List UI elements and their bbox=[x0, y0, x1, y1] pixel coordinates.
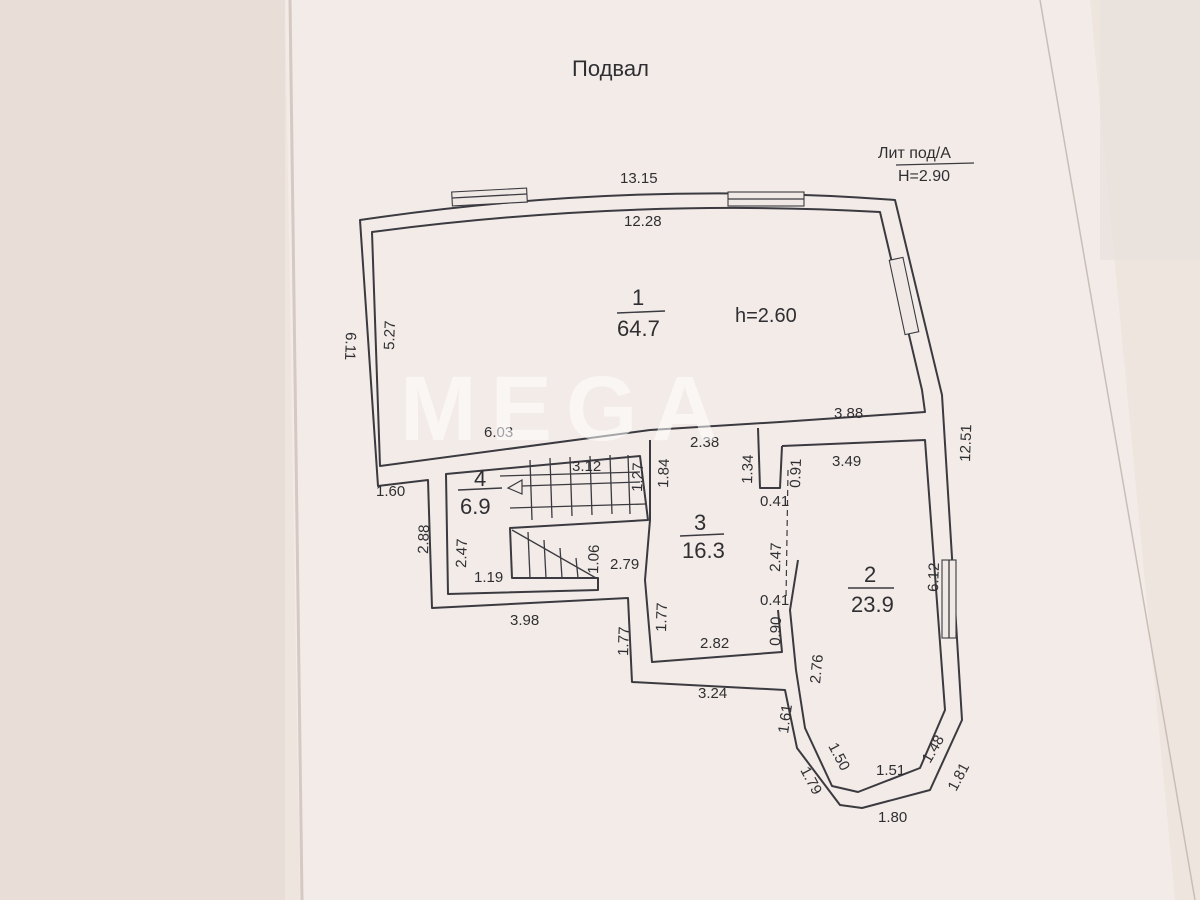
dim-room1-bottom-right: 3.88 bbox=[834, 405, 863, 422]
winder-1 bbox=[527, 531, 531, 579]
step-1 bbox=[529, 459, 533, 521]
dim-room4-bottom: 1.19 bbox=[474, 569, 503, 586]
plan-title: Подвал bbox=[572, 56, 649, 81]
dim-top-outer: 13.15 bbox=[620, 170, 658, 187]
dim-top-inner: 12.28 bbox=[624, 213, 662, 230]
room3-wall bbox=[644, 440, 783, 663]
dim-1-77-inner: 1.77 bbox=[653, 602, 671, 632]
dim-room1-bottom-left: 6.03 bbox=[484, 424, 513, 441]
dim-stair-1-06: 1.06 bbox=[585, 544, 603, 574]
dim-stair-1-27: 1.27 bbox=[629, 462, 647, 492]
room1-number: 1 bbox=[632, 285, 644, 310]
step-3 bbox=[569, 456, 573, 517]
book-spine bbox=[288, 0, 304, 900]
stair-arrow-icon bbox=[506, 478, 523, 495]
room4-wall bbox=[445, 455, 649, 595]
dim-2-47-right: 2.47 bbox=[767, 542, 785, 572]
room1-inner-wall bbox=[371, 206, 926, 467]
dim-stair-run: 3.12 bbox=[572, 458, 601, 475]
corridor-right-wall bbox=[757, 427, 783, 489]
room3-area: 16.3 bbox=[682, 538, 725, 563]
left-page bbox=[0, 0, 285, 900]
dim-1-77-outer: 1.77 bbox=[615, 626, 633, 656]
partition-dashed bbox=[785, 469, 789, 601]
page-edge bbox=[1039, 0, 1196, 900]
dim-0-41-top: 0.41 bbox=[760, 493, 789, 510]
step-4 bbox=[589, 455, 593, 516]
dim-left-outer: 6.11 bbox=[341, 332, 359, 361]
step-5 bbox=[609, 454, 613, 515]
room4-fraction-bar bbox=[457, 487, 503, 491]
room4-number: 4 bbox=[474, 466, 486, 491]
dim-1-34: 1.34 bbox=[739, 454, 757, 484]
dim-0-90: 0.90 bbox=[767, 616, 785, 646]
dim-room3-2-79: 2.79 bbox=[610, 556, 639, 573]
dim-stair-1-84: 1.84 bbox=[655, 458, 673, 488]
litera-fraction-bar bbox=[895, 162, 975, 166]
litera-height: H=2.90 bbox=[898, 168, 950, 185]
window-top-left-pane bbox=[451, 193, 528, 199]
stair-rail-bottom bbox=[509, 503, 646, 509]
winder-2 bbox=[543, 539, 547, 579]
dim-room2-2-76: 2.76 bbox=[807, 654, 827, 685]
dim-bottom-3-24: 3.24 bbox=[698, 685, 727, 702]
dim-room2-top: 3.49 bbox=[832, 453, 861, 470]
dim-left-inner: 5.27 bbox=[381, 320, 399, 350]
room2-number: 2 bbox=[864, 562, 876, 587]
stair-arrow-line bbox=[521, 481, 641, 487]
watermark-logo: MEGA bbox=[400, 358, 732, 460]
litera-label: Лит под/А bbox=[878, 145, 951, 162]
dim-room2-right: 6.12 bbox=[925, 562, 943, 592]
dim-bottom-3-98: 3.98 bbox=[510, 612, 539, 629]
window-right-upper bbox=[888, 256, 920, 336]
dim-room3-bottom: 2.82 bbox=[700, 635, 729, 652]
dim-left-lower: 2.88 bbox=[415, 524, 433, 554]
dim-left-step: 1.60 bbox=[376, 483, 405, 500]
dim-bay-1-61: 1.61 bbox=[775, 703, 796, 734]
room1-fraction-bar bbox=[616, 310, 666, 314]
winder-diagonal bbox=[511, 529, 597, 579]
room2-inner-wall bbox=[781, 439, 946, 793]
right-page bbox=[285, 0, 1175, 900]
dim-room4-left: 2.47 bbox=[453, 538, 471, 568]
step-2 bbox=[549, 457, 553, 519]
winder-3 bbox=[559, 547, 563, 579]
table-surface bbox=[1100, 0, 1200, 260]
dim-bay-1-51: 1.51 bbox=[876, 762, 905, 779]
staircase bbox=[499, 454, 646, 579]
dim-corridor-top: 2.38 bbox=[690, 434, 719, 451]
dim-bay-1-80: 1.80 bbox=[878, 809, 907, 826]
window-top-left bbox=[451, 187, 528, 207]
room3-fraction-bar bbox=[679, 533, 725, 537]
winder-4 bbox=[575, 557, 579, 579]
room1-height: h=2.60 bbox=[735, 305, 797, 327]
room3-number: 3 bbox=[694, 510, 706, 535]
dim-0-41-bottom: 0.41 bbox=[760, 592, 789, 609]
room2-area: 23.9 bbox=[851, 592, 894, 617]
room4-area: 6.9 bbox=[460, 494, 491, 519]
dim-0-91: 0.91 bbox=[787, 458, 805, 488]
dim-right-outer: 12.51 bbox=[957, 424, 975, 462]
room1-area: 64.7 bbox=[617, 316, 660, 341]
step-6 bbox=[627, 454, 631, 515]
windows bbox=[451, 187, 957, 639]
